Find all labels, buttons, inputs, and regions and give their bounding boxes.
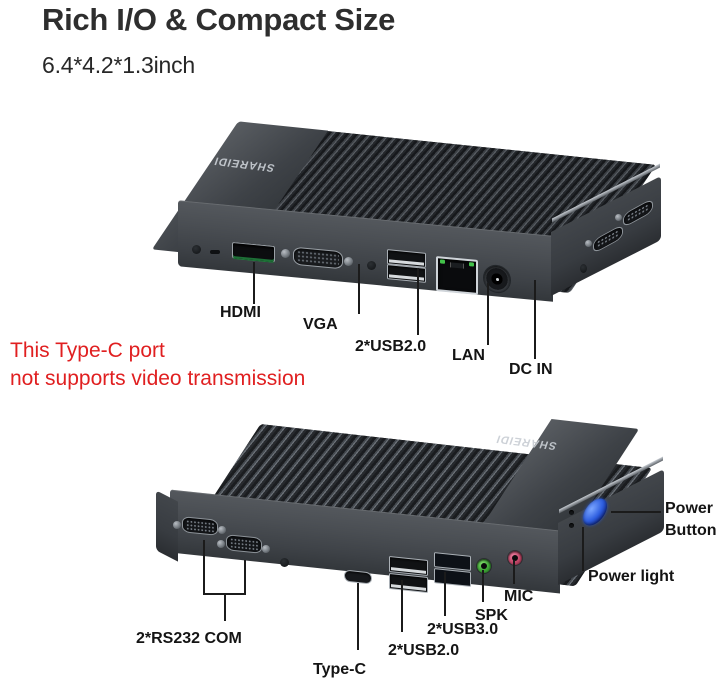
leader-line-mic [513,560,515,584]
power-light-upper-icon [569,510,574,515]
usb-tongue-icon [391,584,426,591]
label-rs232: 2*RS232 COM [136,630,242,647]
leader-line-rs232 [224,593,226,621]
label-vga: VGA [303,316,338,333]
rs232-screw-lower-right-icon [262,545,270,553]
chassis-hole-icon [280,558,289,567]
label-spk: SPK [475,607,508,624]
usb20-port-lower [389,572,428,594]
microphone-audio-jack [508,551,522,565]
warning-line-2: not supports video transmission [10,367,306,390]
lan-led-right-icon [469,262,474,267]
type-c-warning-note: This Type-C port not supports video tran… [10,337,305,393]
label-power-button-line-2: Button [665,522,717,539]
leader-line-dcin [534,280,536,359]
vga-screw-left-icon [281,249,290,258]
side-hole-icon [580,264,587,273]
usb-tongue-icon [389,274,424,281]
rs232-screw-upper-left-icon [173,521,181,529]
leader-line-usb20 [417,268,419,335]
vga-screw-right-icon [344,257,353,266]
warning-line-1: This Type-C port [10,339,165,362]
page-title: Rich I/O & Compact Size [42,2,396,37]
rs232-pin-array-icon [230,537,258,551]
leader-line-vga [358,264,360,314]
label-power-button-line-1: Power [665,500,714,517]
leader-line-power-light [582,527,584,571]
reset-slot-icon [210,250,220,254]
lan-led-left-icon [440,259,445,264]
rs232-screw-upper-right-icon [218,526,226,534]
rs232-bracket-right [244,560,246,594]
label-usb20: 2*USB2.0 [355,338,427,355]
rs232-bracket-left [203,540,205,594]
leader-line-hdmi [253,262,255,304]
leader-line-usb30 [444,572,446,616]
audio-hole-icon [367,261,376,270]
device-front-view: SHAREIDI [151,118,668,318]
label-typec: Type-C [313,661,367,678]
label-power-button: Power Button [665,498,717,542]
label-usb30: 2*USB3.0 [427,621,499,638]
leader-line-typec [357,583,359,650]
label-usb20b: 2*USB2.0 [388,642,460,659]
lan-jack-icon [450,262,464,269]
label-power-light: Power light [588,568,675,585]
dimensions-subtitle: 6.4*4.2*1.3inch [42,52,196,78]
speaker-audio-jack [477,559,491,573]
leader-line-spk [482,570,484,602]
lan-rj45-port [436,256,478,295]
leader-line-power-button [611,511,661,513]
usb30-port-lower [434,568,471,587]
rs232-screw-far-lower-icon [585,240,592,247]
vga-pin-array-icon [297,250,339,266]
rs232-screw-lower-left-icon [217,540,225,548]
rs232-pin-array-icon [186,519,214,533]
leader-line-lan [487,283,489,345]
label-mic: MIC [504,588,534,605]
rs232-screw-far-upper-icon [615,214,622,221]
label-hdmi: HDMI [220,304,261,321]
antenna-hole-icon [192,245,201,254]
power-light-lower-icon [569,523,574,528]
leader-line-usb20b [401,580,403,632]
device-rear-view: SHAREIDI [156,418,664,618]
label-lan: LAN [452,347,485,364]
label-dcin: DC IN [509,361,553,378]
